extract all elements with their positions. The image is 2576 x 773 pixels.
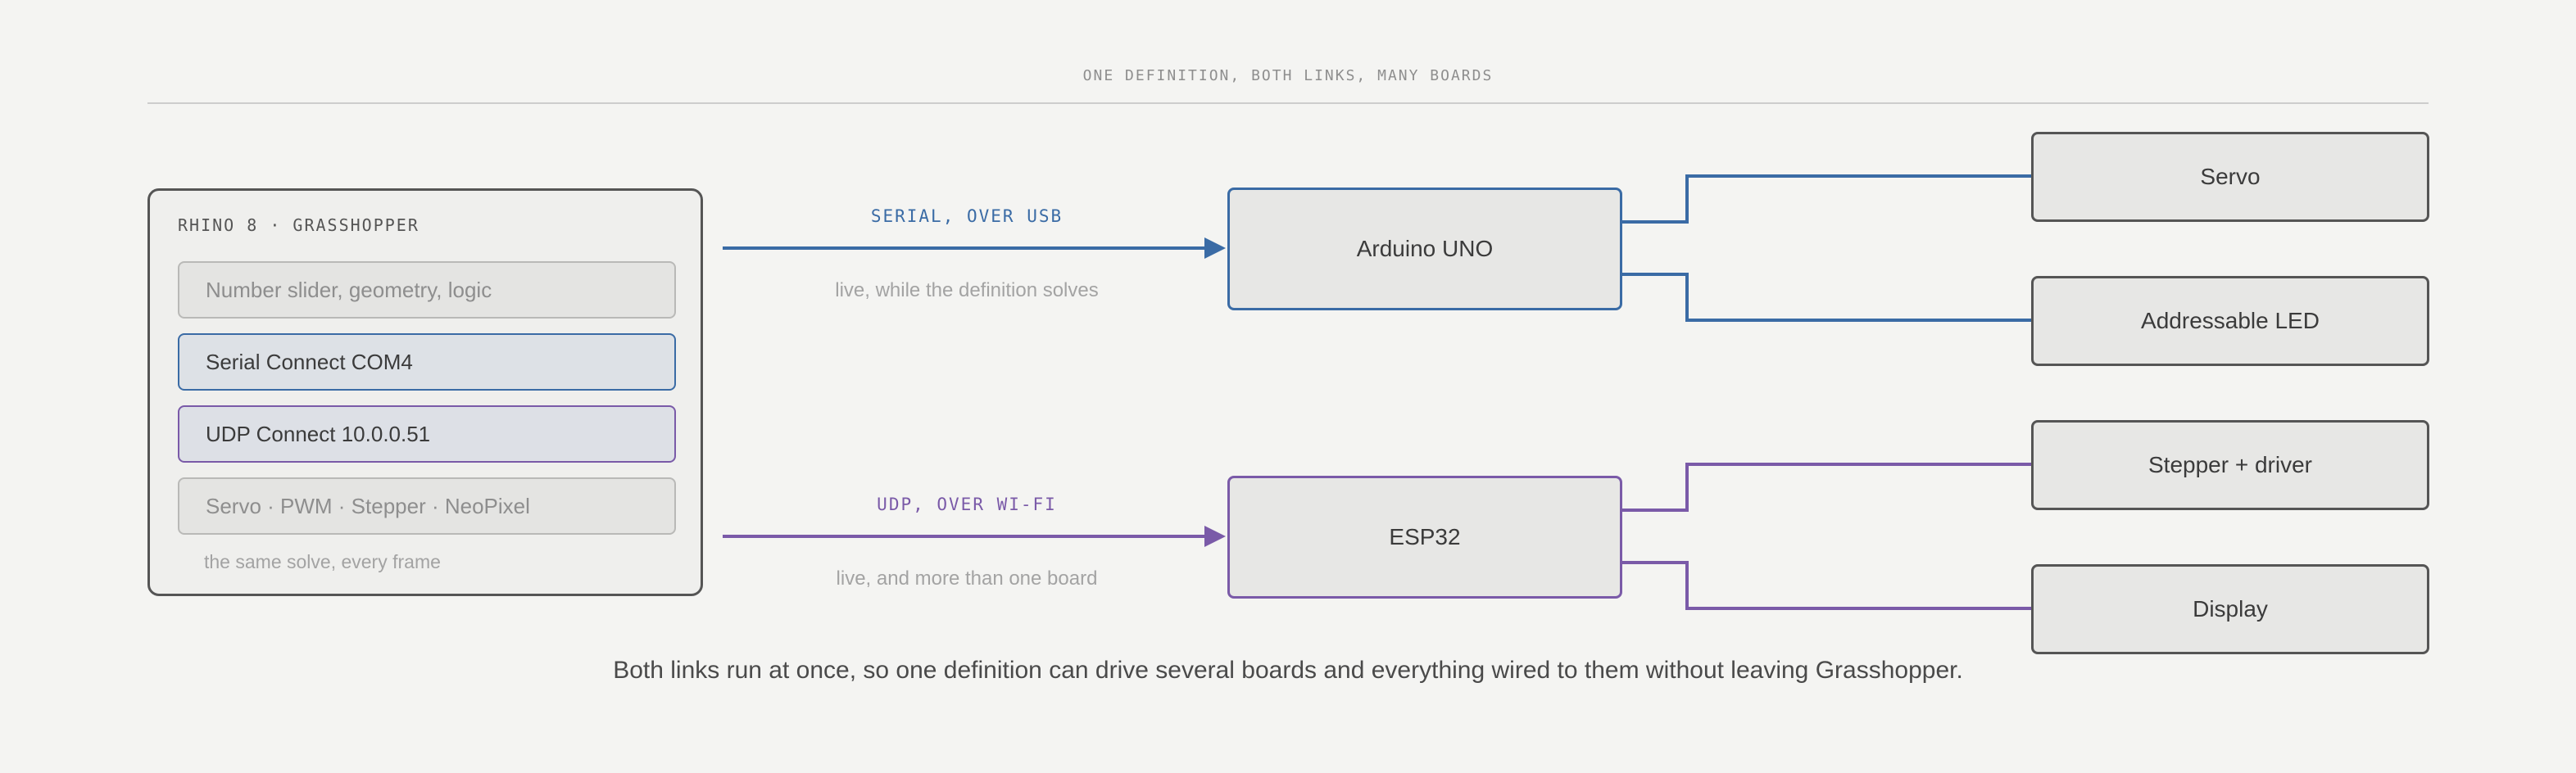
device-addressable-led: Addressable LED: [2031, 276, 2429, 366]
serial-link-note: live, while the definition solves: [835, 279, 1099, 301]
diagram-caption: ONE DEFINITION, BOTH LINKS, MANY BOARDS: [1082, 67, 1494, 84]
wire-uno-led: [1622, 273, 2031, 322]
row-slider-geometry-logic: Number slider, geometry, logic: [178, 261, 676, 319]
serial-link-arrowhead: [1204, 237, 1226, 259]
device-display: Display: [2031, 564, 2429, 654]
row-udp-connect: UDP Connect 10.0.0.51: [178, 405, 676, 463]
row-output-components: Servo · PWM · Stepper · NeoPixel: [178, 477, 676, 535]
caption-divider: [147, 102, 2429, 104]
udp-link-arrowhead: [1204, 526, 1226, 547]
udp-link-note: live, and more than one board: [836, 567, 1098, 590]
row-serial-connect: Serial Connect COM4: [178, 333, 676, 391]
serial-link-label: SERIAL, OVER USB: [870, 206, 1064, 226]
diagram-footer-caption: Both links run at once, so one definitio…: [613, 657, 1963, 684]
board-arduino-uno: Arduino UNO: [1227, 188, 1622, 310]
board-esp32: ESP32: [1227, 476, 1622, 599]
wire-uno-servo: [1622, 174, 2031, 224]
wire-esp32-stepper: [1622, 463, 2031, 512]
device-stepper-driver: Stepper + driver: [2031, 420, 2429, 510]
panel-footnote: the same solve, every frame: [204, 551, 441, 572]
device-servo: Servo: [2031, 132, 2429, 222]
udp-link-label: UDP, OVER WI-FI: [877, 495, 1057, 514]
panel-title: RHINO 8 · GRASSHOPPER: [178, 215, 420, 235]
wire-esp32-display: [1622, 561, 2031, 610]
grasshopper-panel: RHINO 8 · GRASSHOPPER Number slider, geo…: [147, 188, 703, 596]
